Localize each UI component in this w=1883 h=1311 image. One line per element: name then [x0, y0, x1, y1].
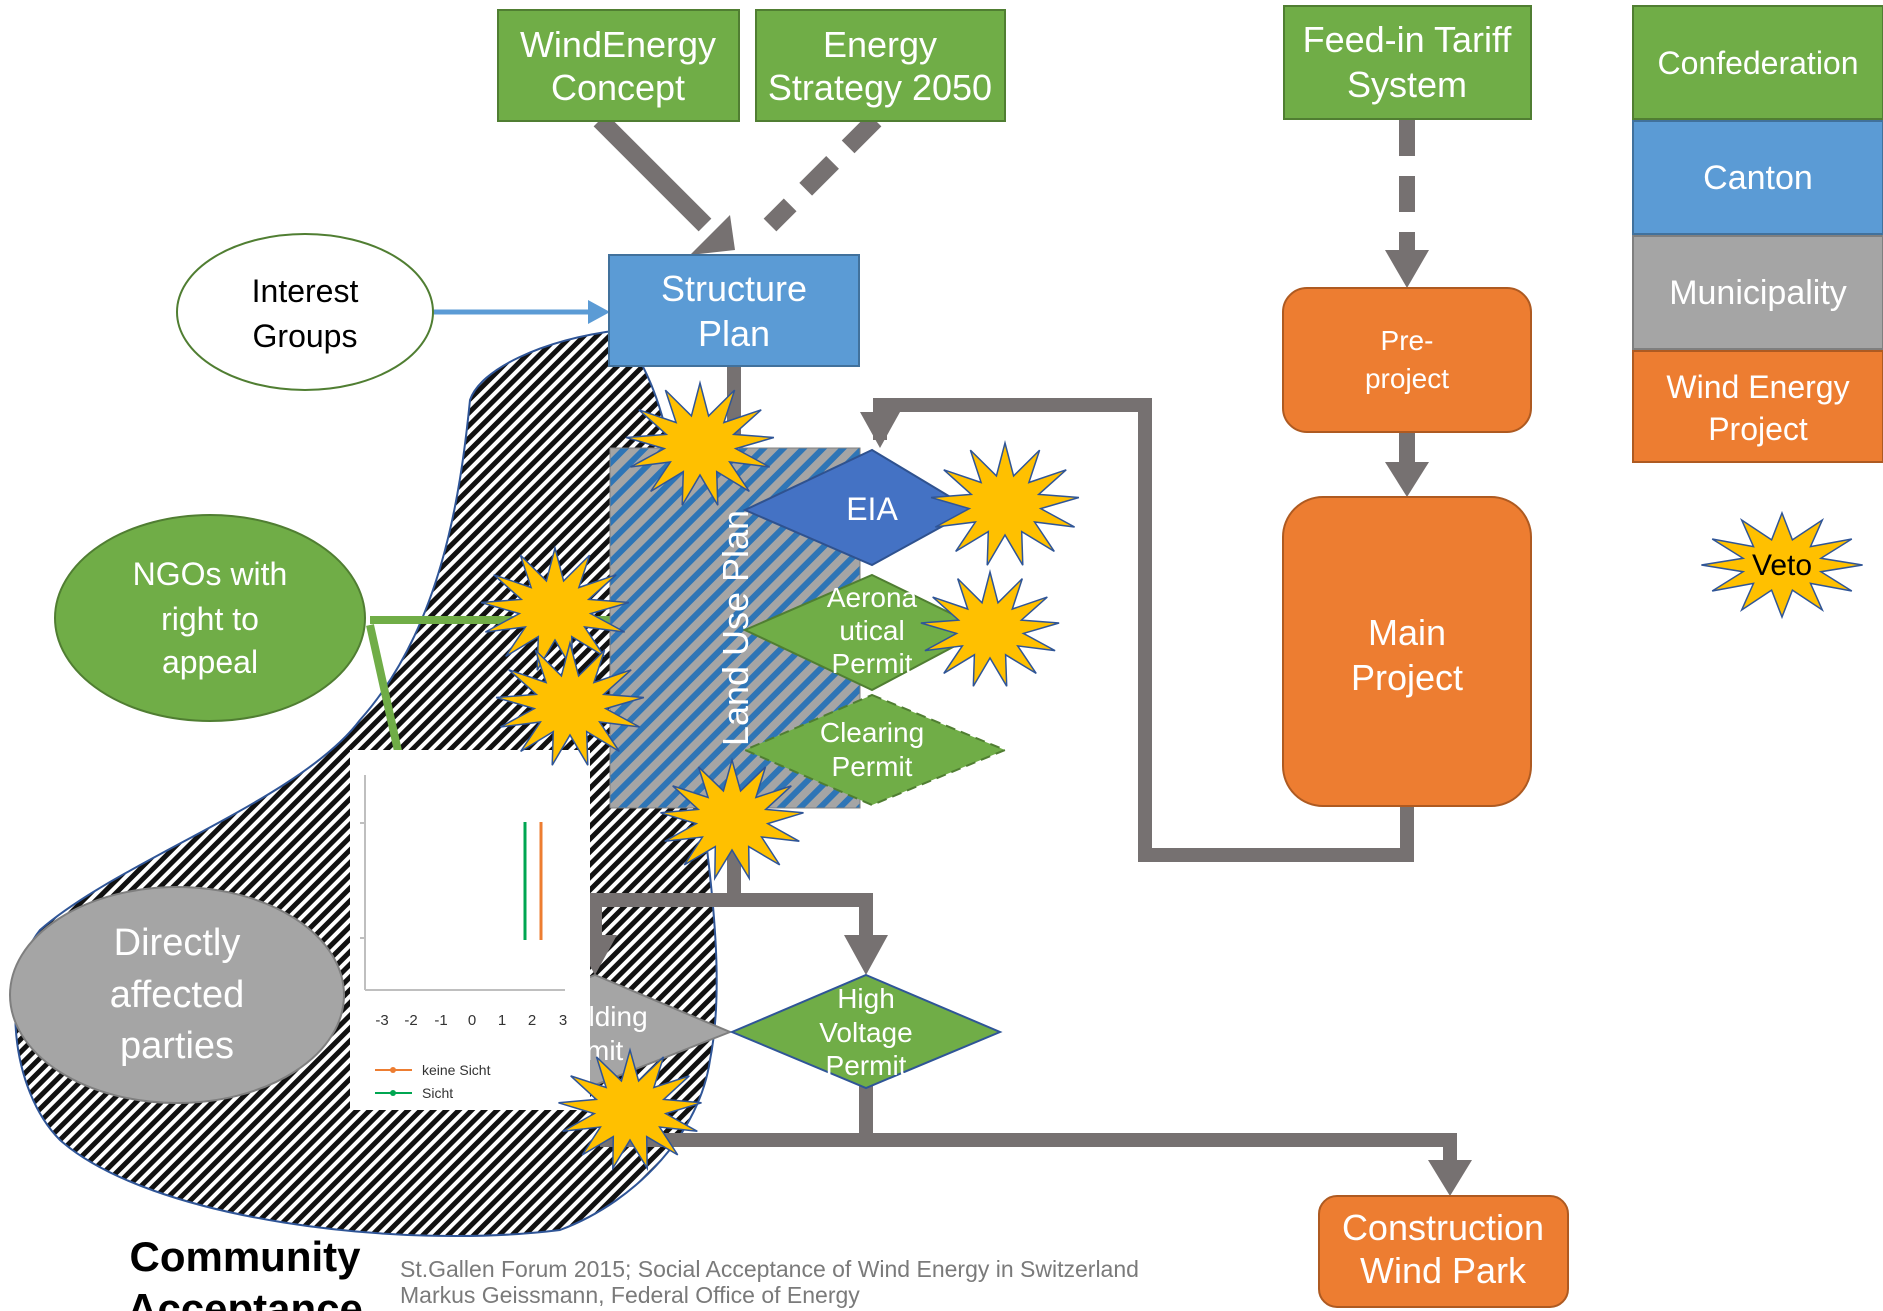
connectors [366, 113, 1472, 1196]
svg-text:Pre-: Pre- [1381, 325, 1434, 356]
interest-groups-ellipse: Interest Groups [176, 233, 434, 391]
svg-text:Energy: Energy [823, 24, 937, 65]
svg-text:Aerona: Aerona [827, 582, 918, 613]
ngos-ellipse: NGOs with right to appeal [54, 514, 366, 722]
caption: St.Gallen Forum 2015; Social Acceptance … [400, 1256, 1139, 1308]
svg-text:Directly: Directly [114, 922, 241, 964]
main-project-box: Main Project [1282, 496, 1532, 807]
svg-text:Concept: Concept [551, 67, 685, 108]
svg-text:System: System [1347, 64, 1467, 105]
legend-sicht: Sicht [422, 1085, 453, 1101]
x-tick: 2 [528, 1012, 536, 1029]
inset-chart: -3 -2 -1 0 1 2 3 keine Sicht Sicht [350, 750, 590, 1110]
svg-text:Voltage: Voltage [819, 1017, 912, 1048]
veto-star-icon [480, 545, 630, 671]
construction-wind-park-box: Construction Wind Park [1318, 1195, 1569, 1308]
svg-text:utical: utical [839, 615, 904, 646]
svg-text:Clearing: Clearing [820, 717, 924, 748]
svg-text:Plan: Plan [698, 313, 770, 354]
svg-text:ilding: ilding [582, 1001, 647, 1032]
svg-text:Canton: Canton [1703, 159, 1813, 197]
svg-text:appeal: appeal [162, 644, 258, 680]
svg-text:parties: parties [120, 1025, 234, 1067]
svg-text:Construction: Construction [1342, 1207, 1544, 1248]
energy-strategy-box: Energy Strategy 2050 [755, 9, 1006, 122]
directly-affected-ellipse: Directly affected parties [9, 886, 345, 1104]
community-acceptance-label: Community Acceptance [127, 1233, 363, 1311]
veto-star-icon [558, 1047, 702, 1172]
svg-text:right to: right to [161, 601, 259, 637]
legend-confederation: Confederation [1632, 5, 1883, 120]
svg-text:Feed-in Tariff: Feed-in Tariff [1303, 19, 1513, 60]
svg-text:Wind Park: Wind Park [1360, 1250, 1527, 1291]
legend-wind-energy-project: Wind Energy Project [1632, 350, 1883, 463]
eia-diamond: EIA [742, 448, 975, 567]
legend-keine-sicht: keine Sicht [422, 1062, 491, 1078]
svg-text:Structure: Structure [661, 268, 807, 309]
x-tick: -1 [434, 1012, 447, 1029]
high-voltage-permit-diamond: High Voltage Permit [729, 973, 1003, 1090]
legend: Confederation Canton Municipality Wind E… [1632, 5, 1883, 463]
veto-star-icon [920, 569, 1060, 687]
svg-text:Main: Main [1368, 612, 1446, 653]
svg-text:Permit: Permit [826, 1050, 907, 1081]
structure-plan-box: Structure Plan [608, 254, 860, 367]
x-tick-labels: -3 -2 -1 0 1 2 3 [375, 1012, 567, 1029]
svg-text:Groups: Groups [253, 318, 358, 354]
pre-project-box: Pre- project [1282, 287, 1532, 433]
veto-star-icon [660, 757, 804, 882]
legend-canton: Canton [1632, 120, 1883, 235]
svg-text:Permit: Permit [832, 751, 913, 782]
svg-text:NGOs with: NGOs with [133, 556, 288, 592]
svg-text:Interest: Interest [252, 273, 359, 309]
x-tick: -2 [404, 1012, 417, 1029]
veto-star-icon [495, 640, 645, 766]
svg-text:High: High [837, 983, 895, 1014]
legend-municipality: Municipality [1632, 235, 1883, 350]
svg-text:Strategy 2050: Strategy 2050 [768, 67, 992, 108]
veto-star-icon [930, 440, 1080, 566]
svg-text:Municipality: Municipality [1669, 274, 1847, 312]
wind-energy-concept-box: WindEnergy Concept [497, 9, 740, 122]
svg-text:Permit: Permit [832, 648, 913, 679]
svg-text:Confederation: Confederation [1657, 45, 1858, 81]
svg-text:EIA: EIA [846, 491, 898, 527]
svg-text:Project: Project [1708, 411, 1808, 447]
caption-line-2: Markus Geissmann, Federal Office of Ener… [400, 1282, 860, 1308]
veto-star-icon [625, 380, 775, 506]
veto-star-icon [1701, 510, 1863, 620]
svg-text:Wind Energy: Wind Energy [1666, 369, 1849, 405]
x-tick: 0 [468, 1012, 476, 1029]
veto-starbursts [480, 380, 1080, 1172]
feed-in-tariff-box: Feed-in Tariff System [1283, 5, 1532, 120]
svg-text:WindEnergy: WindEnergy [520, 24, 716, 65]
svg-text:affected: affected [110, 974, 245, 1016]
x-tick: 3 [559, 1012, 567, 1029]
caption-line-1: St.Gallen Forum 2015; Social Acceptance … [400, 1256, 1139, 1282]
clearing-permit-diamond: Clearing Permit [742, 693, 1008, 807]
svg-text:project: project [1365, 363, 1449, 394]
legend-veto: Veto [1701, 510, 1863, 620]
svg-text:Veto: Veto [1752, 549, 1812, 582]
x-tick: -3 [375, 1012, 388, 1029]
aeronautical-permit-diamond: Aerona utical Permit [742, 573, 988, 692]
x-tick: 1 [498, 1012, 506, 1029]
svg-text:Project: Project [1351, 657, 1463, 698]
